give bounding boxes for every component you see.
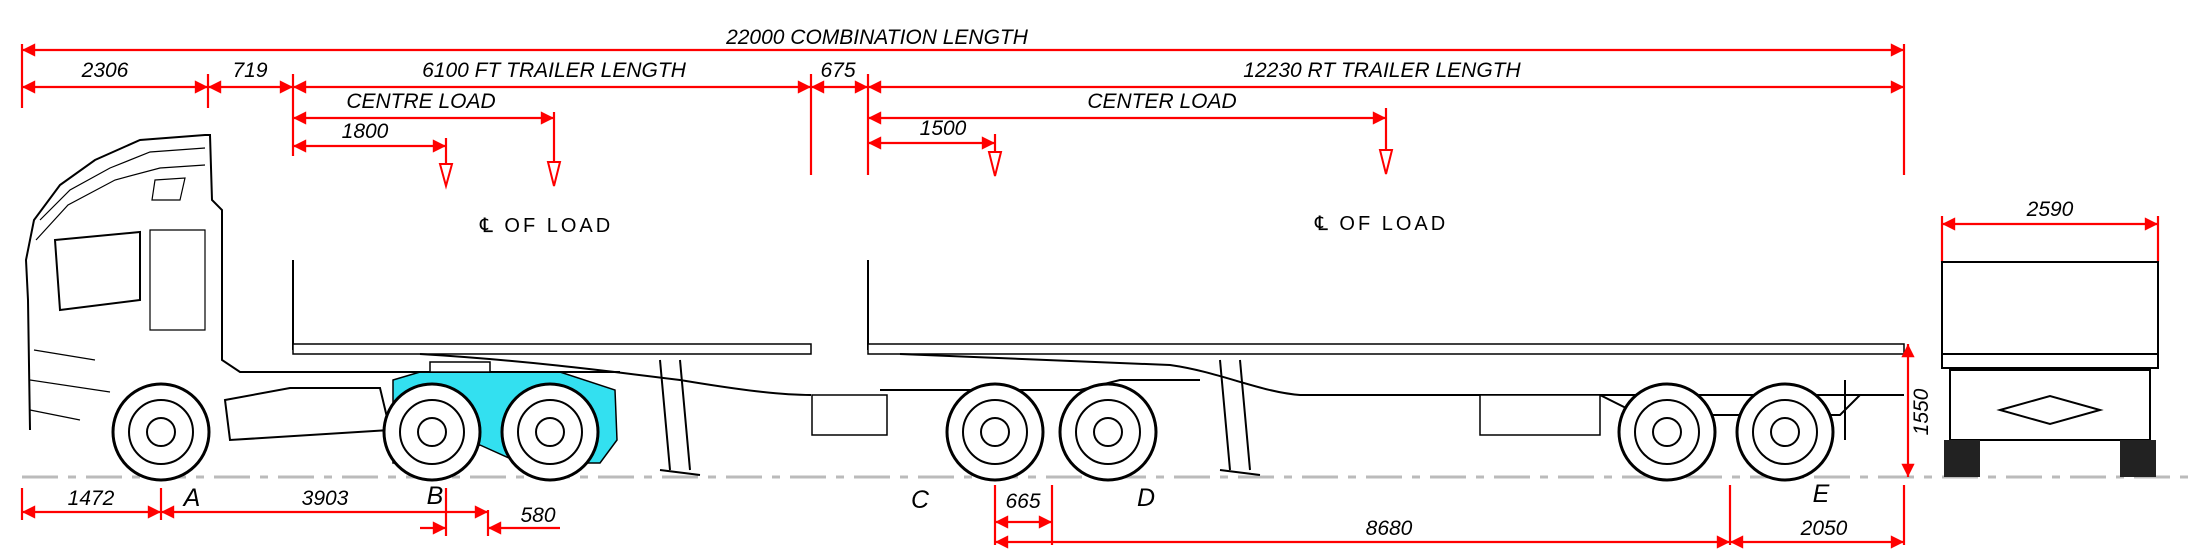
wheel <box>500 382 600 482</box>
fuel-tank <box>223 387 392 442</box>
dim-rear-trailer-length: 12230 RT TRAILER LENGTH <box>1243 59 1521 82</box>
toolbox <box>811 394 888 436</box>
front-trailer-chassis <box>419 353 812 396</box>
front-overhang: 1472 <box>68 487 115 510</box>
dim-front-trailer-length: 6100 FT TRAILER LENGTH <box>422 59 687 82</box>
front-load-offset: 1800 <box>342 120 389 143</box>
front-centreline-of-load: ℄ OF LOAD <box>479 215 613 237</box>
axle-label-b: B <box>427 482 444 510</box>
rear-trailer-deck <box>867 343 1905 355</box>
front-trailer-deck <box>292 343 812 355</box>
axle-label-d: D <box>1137 484 1155 512</box>
dolly-frame <box>880 379 1200 391</box>
spare-wheel-carrier <box>1479 394 1601 436</box>
rear-centre-load-label: CENTER LOAD <box>1087 90 1236 113</box>
bottom-dimensions: 1472 3903 580 665 8680 2050 A B C D E <box>20 480 1906 549</box>
top-dimensions: 22000 COMBINATION LENGTH 2306 719 6100 F… <box>20 26 1906 190</box>
dolly-offset: 665 <box>1005 490 1040 513</box>
wheel <box>111 382 211 482</box>
rear-centreline-of-load: ℄ OF LOAD <box>1314 213 1448 235</box>
load-arrow-icon <box>546 161 562 187</box>
wheel <box>1735 382 1835 482</box>
load-arrow-icon <box>1378 149 1394 175</box>
rear-view: 2590 1550 <box>1901 198 2160 477</box>
load-arrow-icon <box>438 163 454 190</box>
axle-label-c: C <box>911 486 930 514</box>
rear-view-wheel-left <box>1944 440 1980 477</box>
rear-wheelbase: 8680 <box>1366 517 1413 540</box>
rear-overhang: 2050 <box>1800 517 1848 540</box>
fifth-wheel-offset: 580 <box>520 504 555 527</box>
landing-leg <box>1219 359 1261 476</box>
wheel <box>1058 382 1158 482</box>
wheel <box>1617 382 1717 482</box>
wheelbase: 3903 <box>302 487 349 510</box>
combination-length-text: 22000 COMBINATION LENGTH <box>725 26 1029 49</box>
fifth-wheel <box>429 361 491 373</box>
cab-outline <box>24 134 300 431</box>
dim-2306: 2306 <box>81 59 129 82</box>
axle-label-a: A <box>182 484 201 512</box>
wheel <box>382 382 482 482</box>
cab-door <box>149 229 206 331</box>
dim-675: 675 <box>820 59 855 82</box>
load-arrow-icon <box>987 151 1003 177</box>
wheels <box>111 382 1835 482</box>
rear-view-load-area <box>1941 261 2159 355</box>
cab-window <box>53 230 141 312</box>
front-centre-load-label: CENTRE LOAD <box>346 90 495 113</box>
axle-label-e: E <box>1813 480 1830 508</box>
rear-view-deck <box>1941 353 2159 369</box>
rear-load-offset: 1500 <box>920 117 967 140</box>
rear-view-bumper <box>1996 394 2104 426</box>
dim-719: 719 <box>232 59 267 82</box>
overall-width: 2590 <box>2026 198 2074 221</box>
deck-height: 1550 <box>1910 388 1933 435</box>
wheel <box>945 382 1045 482</box>
rear-trailer-chassis <box>899 353 1904 396</box>
front-trailer <box>292 260 888 476</box>
landing-leg <box>659 359 701 476</box>
rear-view-wheel-right <box>2120 440 2156 477</box>
